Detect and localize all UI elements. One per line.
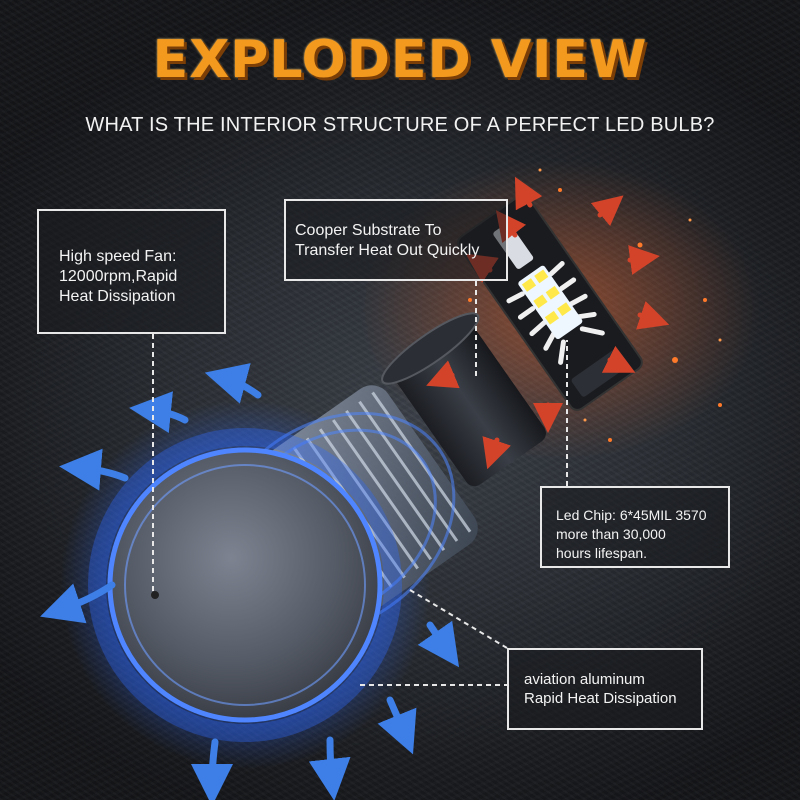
callout-led-chip: Led Chip: 6*45MIL 3570 more than 30,000 … bbox=[540, 486, 730, 568]
callout-alu-line-1: aviation aluminum bbox=[524, 671, 645, 688]
callout-aviation-aluminum: aviation aluminum Rapid Heat Dissipation bbox=[507, 648, 703, 730]
callout-copper-line-2: Transfer Heat Out Quickly bbox=[295, 242, 480, 259]
fan-cap bbox=[88, 428, 402, 742]
callout-copper-line-1: Cooper Substrate To bbox=[295, 222, 442, 239]
callout-copper-substrate: Cooper Substrate To Transfer Heat Out Qu… bbox=[284, 199, 508, 281]
leader-lines bbox=[152, 281, 568, 686]
callout-alu-line-2: Rapid Heat Dissipation bbox=[524, 690, 677, 707]
callout-fan-line-2: 12000rpm,Rapid bbox=[59, 268, 178, 285]
page-subtitle: WHAT IS THE INTERIOR STRUCTURE OF A PERF… bbox=[85, 114, 715, 136]
callout-led-line-1: Led Chip: 6*45MIL 3570 bbox=[556, 507, 707, 523]
callout-led-line-3: hours lifespan. bbox=[556, 545, 648, 561]
callout-led-line-2: more than 30,000 bbox=[556, 526, 666, 542]
page-title: EXPLODED VIEW bbox=[152, 30, 648, 90]
airflow-arrows bbox=[40, 363, 460, 800]
callout-fan: High speed Fan: 12000rpm,Rapid Heat Diss… bbox=[37, 209, 226, 334]
callout-fan-line-1: High speed Fan: bbox=[59, 248, 177, 265]
callout-fan-line-3: Heat Dissipation bbox=[59, 288, 176, 305]
